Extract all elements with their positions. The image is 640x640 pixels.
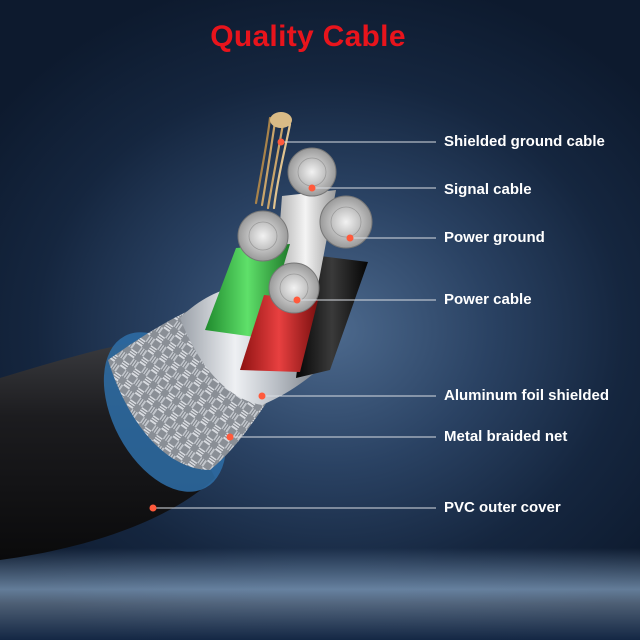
page-title: Quality Cable: [210, 20, 406, 53]
callout-dot-2: [346, 234, 354, 242]
label-signal-cable: Signal cable: [444, 181, 532, 198]
label-aluminum-foil-shielded: Aluminum foil shielded: [444, 387, 610, 404]
label-metal-braided-net: Metal braided net: [444, 428, 568, 445]
callout-dot-4: [258, 392, 266, 400]
label-shielded-ground-cable: Shielded ground cable: [444, 133, 605, 150]
callout-dot-3: [293, 296, 301, 304]
red-wire: [240, 295, 318, 372]
callout-dot-6: [149, 504, 157, 512]
copper-ground-strand: [254, 114, 292, 210]
callout-dot-5: [226, 433, 234, 441]
label-power-cable: Power cable: [444, 291, 532, 308]
callout-dot-0: [277, 138, 285, 146]
callout-dot-1: [308, 184, 316, 192]
horizon-glow: [0, 548, 640, 640]
label-power-ground: Power ground: [444, 229, 545, 246]
label-pvc-outer-cover: PVC outer cover: [444, 499, 561, 516]
